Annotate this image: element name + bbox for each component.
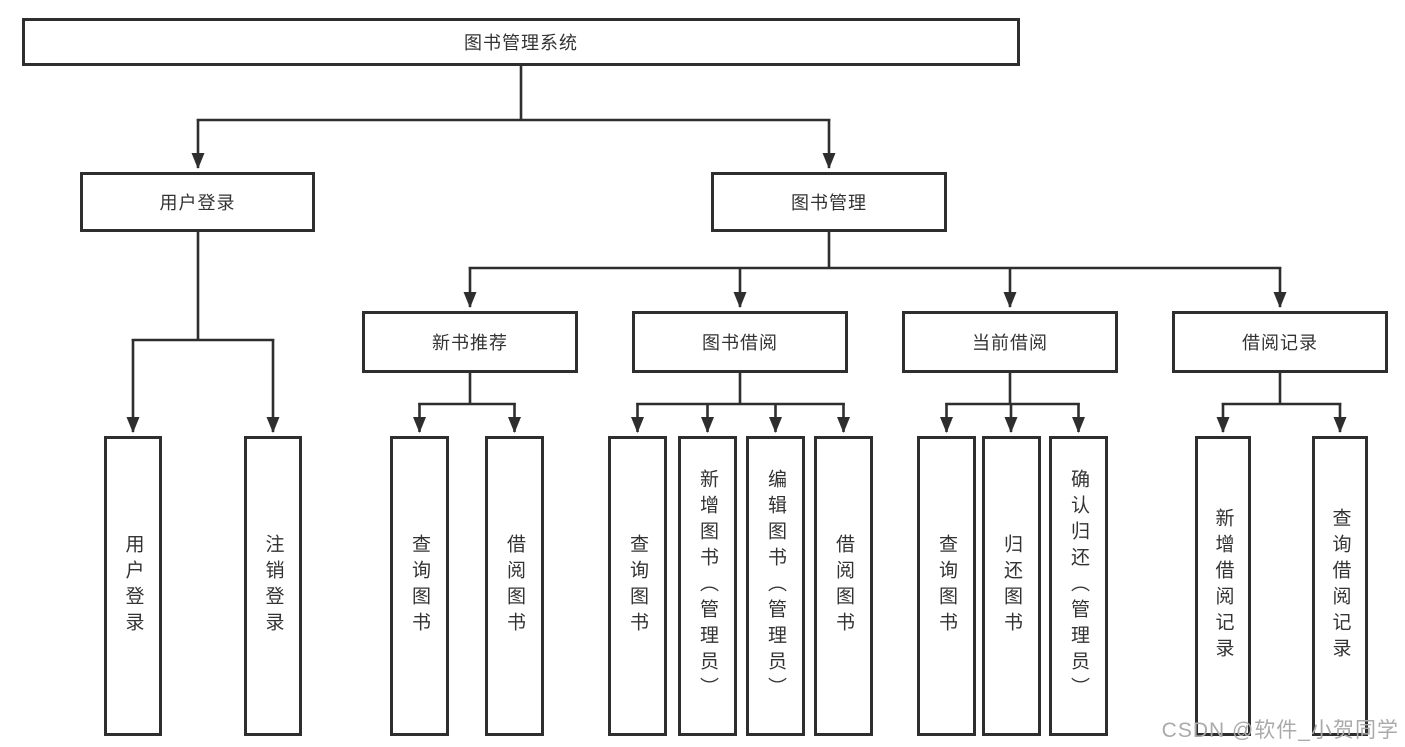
leaf-query-books-borrow: 查询图书: [608, 436, 667, 736]
leaf-query-books-recommend: 查询图书: [390, 436, 449, 736]
csdn-watermark: CSDN @软件_小贺同学: [1161, 719, 1399, 742]
node-book-borrow: 图书借阅: [632, 311, 848, 373]
leaf-query-books-current: 查询图书: [917, 436, 976, 736]
leaf-add-borrow-record: 新增借阅记录: [1195, 436, 1251, 736]
connector-arrows: [126, 119, 1347, 433]
node-library-management-system: 图书管理系统: [22, 18, 1020, 66]
leaf-borrow-books: 借阅图书: [814, 436, 873, 736]
node-current-borrow: 当前借阅: [902, 311, 1118, 373]
leaf-add-books-admin: 新增图书（管理员）: [678, 436, 737, 736]
leaf-edit-books-admin: 编辑图书（管理员）: [746, 436, 805, 736]
leaf-logout: 注销登录: [244, 436, 302, 736]
leaf-query-borrow-record: 查询借阅记录: [1312, 436, 1368, 736]
leaf-user-login: 用户登录: [104, 436, 162, 736]
node-user-login: 用户登录: [80, 172, 315, 232]
node-book-management: 图书管理: [711, 172, 947, 232]
node-borrow-records: 借阅记录: [1172, 311, 1388, 373]
leaf-return-books: 归还图书: [982, 436, 1041, 736]
node-new-book-recommend: 新书推荐: [362, 311, 578, 373]
leaf-confirm-return-admin: 确认归还（管理员）: [1049, 436, 1108, 736]
leaf-borrow-books-recommend: 借阅图书: [485, 436, 544, 736]
